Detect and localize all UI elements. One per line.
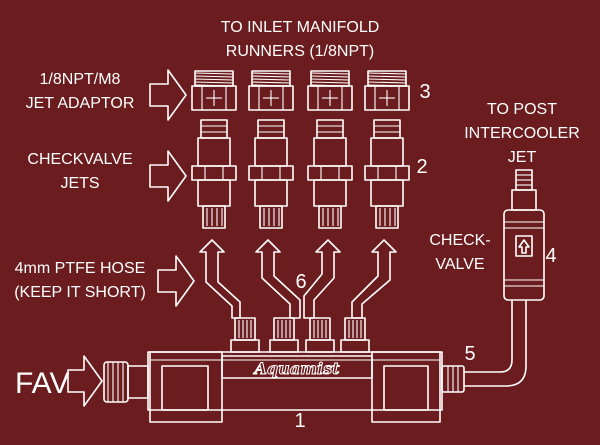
number-5: 5 [464,343,475,365]
jet-adaptor-row [191,70,410,111]
hose-route-arrow-1 [199,239,241,319]
manifold-fitting-3 [305,317,335,353]
aquamist-brand-logo: Aquamist [252,359,340,378]
manifold-fitting-1 [230,317,260,353]
hose-route-arrow-2 [255,239,301,319]
checkvalve-label-line1: CHECKVALVE [27,151,132,168]
jet-adaptor-4 [364,70,410,111]
adaptor-label-line2: JET ADAPTOR [26,95,135,112]
number-6: 6 [295,271,306,293]
manifold-fitting-2 [269,317,299,353]
checkvalve-label-line2: JETS [60,175,99,192]
number-2: 2 [416,156,427,178]
manifold-fitting-4 [340,317,370,353]
post-label-line3: JET [508,149,537,166]
fav-label: FAV [15,367,69,400]
checkvalve-jet-3 [307,119,353,229]
hose-label-line2: (KEEP IT SHORT) [14,284,146,301]
inlet-label-line2: RUNNERS (1/8NPT) [226,43,374,60]
adaptor-arrow-icon [149,69,187,121]
post-hose-inner [464,300,527,387]
checkvalve-jet-2 [248,119,294,229]
manifold-body: Aquamist [103,351,465,423]
checkvalve-jet-4 [364,119,410,229]
hose-label-line1: 4mm PTFE HOSE [15,260,146,277]
hose-route-arrow-3 [303,239,341,319]
post-label-line1: TO POST [487,101,557,118]
fav-arrow-icon [67,355,103,407]
post-checkvalve [503,169,545,301]
number-3: 3 [419,81,430,103]
checkvalve-jet-row [191,119,410,229]
jet-adaptor-1 [191,70,237,111]
checkvalve-jet-1 [191,119,237,229]
number-1: 1 [294,410,305,432]
check-label-line1: CHECK- [429,232,490,249]
hose-arrow-icon [157,255,195,307]
post-label-line2: INTERCOOLER [464,125,580,142]
post-hose-outer [464,300,513,373]
number-4: 4 [545,245,556,267]
check-label-line2: VALVE [435,256,484,273]
flow-direction-arrow-icon [515,235,533,257]
checkvalve-arrow-icon [149,150,187,202]
hose-route-arrow-4 [351,239,397,319]
inlet-label-line1: TO INLET MANIFOLD [221,19,380,36]
manifold-fitting-row [230,317,370,353]
jet-adaptor-2 [248,70,294,111]
jet-adaptor-3 [307,70,353,111]
adaptor-label-line1: 1/8NPT/M8 [40,71,121,88]
